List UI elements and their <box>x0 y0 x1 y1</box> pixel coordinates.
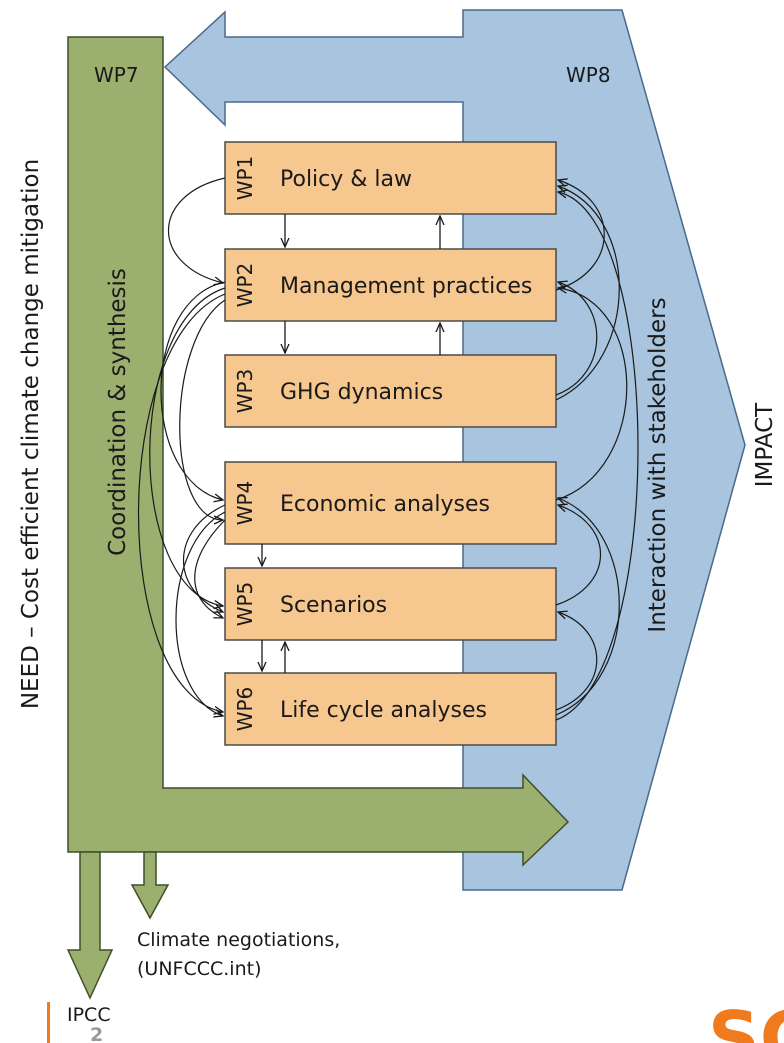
wp6-id: WP6 <box>233 687 257 732</box>
wp2-title: Management practices <box>280 274 532 299</box>
ipcc-output-arrow <box>66 851 114 1000</box>
wp1-box: WP1 Policy & law <box>224 141 557 215</box>
ipcc-label: IPCC <box>67 1004 111 1026</box>
wp6-title: Life cycle analyses <box>280 698 487 723</box>
wp5-id: WP5 <box>233 582 257 627</box>
negotiations-output-arrow <box>130 851 170 920</box>
wp4-title: Economic analyses <box>280 492 490 517</box>
wp5-box: WP5 Scenarios <box>224 567 557 641</box>
wp5-title: Scenarios <box>280 593 387 618</box>
wp1-title: Policy & law <box>280 167 412 192</box>
wp4-box: WP4 Economic analyses <box>224 461 557 545</box>
straight-connector-arrows <box>262 214 440 673</box>
wp3-box: WP3 GHG dynamics <box>224 354 557 428</box>
wp7-id: WP7 <box>94 63 139 87</box>
wp3-id: WP3 <box>233 369 257 414</box>
wp7-coordination-arrow <box>67 36 570 867</box>
negotiations-label-line2: (UNFCCC.int) <box>137 958 261 980</box>
need-label: NEED – Cost efficient climate change mit… <box>18 159 44 709</box>
wp1-id: WP1 <box>233 156 257 201</box>
wp7-label: Coordination & synthesis <box>105 268 131 556</box>
wp4-id: WP4 <box>233 481 257 526</box>
negotiations-label-line1: Climate negotiations, <box>137 929 340 951</box>
page-number: 2 <box>90 1024 103 1043</box>
footer-accent-bar <box>47 1002 50 1043</box>
wp8-id: WP8 <box>566 63 611 87</box>
wp6-box: WP6 Life cycle analyses <box>224 672 557 746</box>
wp2-box: WP2 Management practices <box>224 248 557 322</box>
impact-label: IMPACT <box>752 402 778 487</box>
logo-fragment: SC <box>708 996 784 1043</box>
wp3-title: GHG dynamics <box>280 380 443 405</box>
left-curved-arrows <box>138 177 226 716</box>
right-curved-arrows <box>555 180 639 721</box>
wp8-label: Interaction with stakeholders <box>645 297 671 632</box>
wp2-id: WP2 <box>233 263 257 308</box>
